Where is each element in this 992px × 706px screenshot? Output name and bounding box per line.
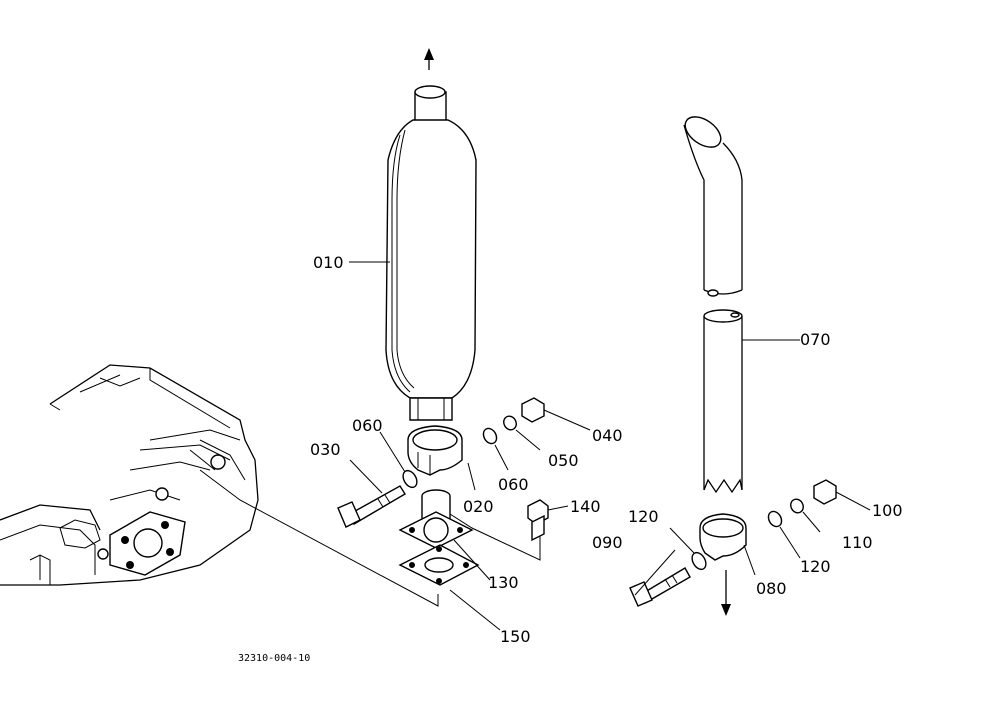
lock-washer-110: [790, 498, 804, 514]
callout-110: 110: [842, 533, 873, 552]
engine-block: [0, 364, 259, 586]
leader-lines: [199, 261, 871, 631]
tail-pipe-clamp: [699, 513, 747, 616]
callout-150: 150: [500, 627, 531, 646]
callout-030: 030: [310, 440, 341, 459]
callout-010: 010: [313, 253, 344, 272]
callout-120-left: 120: [628, 507, 659, 526]
muffler-clamp: [407, 425, 463, 476]
nut-100: [813, 479, 837, 505]
tail-pipe-upper: [683, 116, 743, 297]
callout-020: 020: [463, 497, 494, 516]
callout-090: 090: [592, 533, 623, 552]
washer-120-right: [767, 510, 783, 528]
muffler: [385, 48, 477, 421]
callout-080: 080: [756, 579, 787, 598]
washer-060-left: [402, 469, 418, 489]
drawing-code: 32310-004-10: [238, 653, 310, 664]
callout-140: 140: [570, 497, 601, 516]
callout-040: 040: [592, 426, 623, 445]
adapter-pipe: [398, 489, 480, 586]
washer-120-left: [691, 551, 707, 571]
callout-130: 130: [488, 573, 519, 592]
bolt-030: [337, 485, 406, 528]
callout-060-right: 060: [498, 475, 529, 494]
callout-100: 100: [872, 501, 903, 520]
washer-060-right: [482, 427, 498, 445]
nut-040: [521, 397, 545, 423]
callout-070: 070: [800, 330, 831, 349]
bolt-090: [629, 567, 691, 607]
tail-pipe-lower: [703, 309, 743, 494]
callout-050: 050: [548, 451, 579, 470]
bolt-140: [527, 499, 549, 542]
callout-120-right: 120: [800, 557, 831, 576]
callout-060-left: 060: [352, 416, 383, 435]
lock-washer-050: [503, 415, 517, 431]
